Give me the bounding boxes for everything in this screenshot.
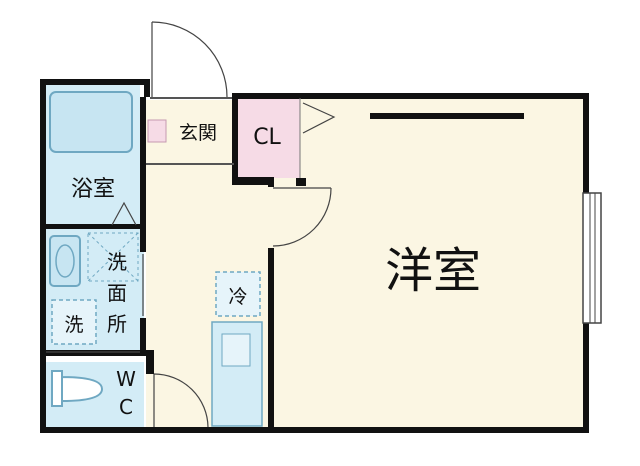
entrance-floor-tile [147,119,167,143]
closet-rod [370,113,524,119]
western-room-floor [272,96,585,429]
entrance-label: 玄関 [179,122,217,144]
closet-door [302,102,336,134]
sink-icon [49,235,81,287]
toilet-door [153,373,209,428]
western-room-door [272,187,332,247]
front-door [151,21,228,98]
toilet-label-w: W [116,367,136,391]
bathtub-icon [49,91,133,153]
fridge-space-icon [215,271,261,317]
window [582,192,602,324]
washroom-label-3: 所 [107,312,127,336]
washroom-label-2: 面 [107,281,127,305]
washer-label: 洗 [64,314,83,336]
washroom-label-1: 洗 [107,250,127,274]
western-room-label: 洋室 [385,243,481,299]
closet-label: CL [253,125,281,150]
closet-area [236,98,300,178]
toilet-icon [51,370,104,407]
bath-door [111,201,137,226]
toilet-label-c: C [119,395,133,419]
washer-space-icon [51,299,97,345]
bath-label: 浴室 [71,177,115,202]
fridge-label: 冷 [228,286,247,308]
storage-icon [87,232,139,282]
sink-bowl-icon [55,244,75,278]
stove-icon [221,333,251,367]
